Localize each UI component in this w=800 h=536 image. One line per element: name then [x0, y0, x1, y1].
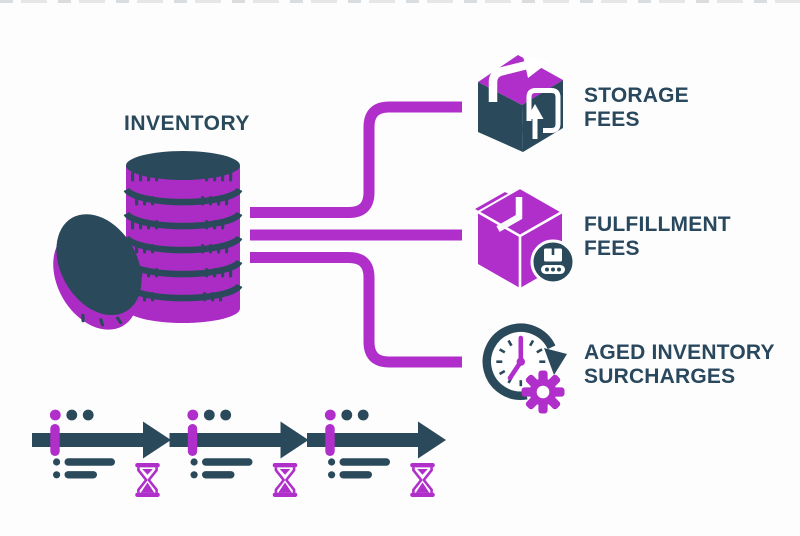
fulfillment-fees-label: FULFILLMENT FEES: [584, 213, 731, 261]
clock-ticks: [496, 337, 546, 387]
clock-gear-icon: [482, 323, 567, 414]
coin-stack-icon: [53, 151, 243, 330]
timeline-segment-1: [32, 410, 171, 497]
fulfillment-fees-line1: FULFILLMENT: [584, 213, 731, 236]
aged-inventory-line1: AGED INVENTORY: [584, 341, 775, 364]
conveyor-badge: [530, 239, 576, 285]
storage-box-icon: [478, 55, 563, 152]
connector-storage: [250, 101, 462, 218]
inventory-label: INVENTORY: [124, 112, 250, 135]
aged-inventory-surcharges-label: AGED INVENTORY SURCHARGES: [584, 341, 775, 389]
connector-lines: [250, 101, 462, 368]
storage-fees-line1: STORAGE: [584, 84, 689, 107]
connector-aged: [250, 252, 462, 368]
tilted-coin: [53, 214, 142, 330]
aged-inventory-line2: SURCHARGES: [584, 365, 736, 388]
storage-fees-label: STORAGE FEES: [584, 84, 689, 132]
storage-fees-line2: FEES: [584, 108, 640, 131]
timeline-segment-3: [307, 410, 446, 497]
cropped-text-artifact: [0, 0, 800, 3]
timeline: [32, 410, 446, 497]
gear: [521, 370, 565, 414]
fulfillment-fees-line2: FEES: [584, 237, 640, 260]
timeline-segment-2: [170, 410, 309, 497]
fulfillment-box-icon: [475, 186, 576, 288]
coin-edge-ticks: [131, 172, 233, 302]
